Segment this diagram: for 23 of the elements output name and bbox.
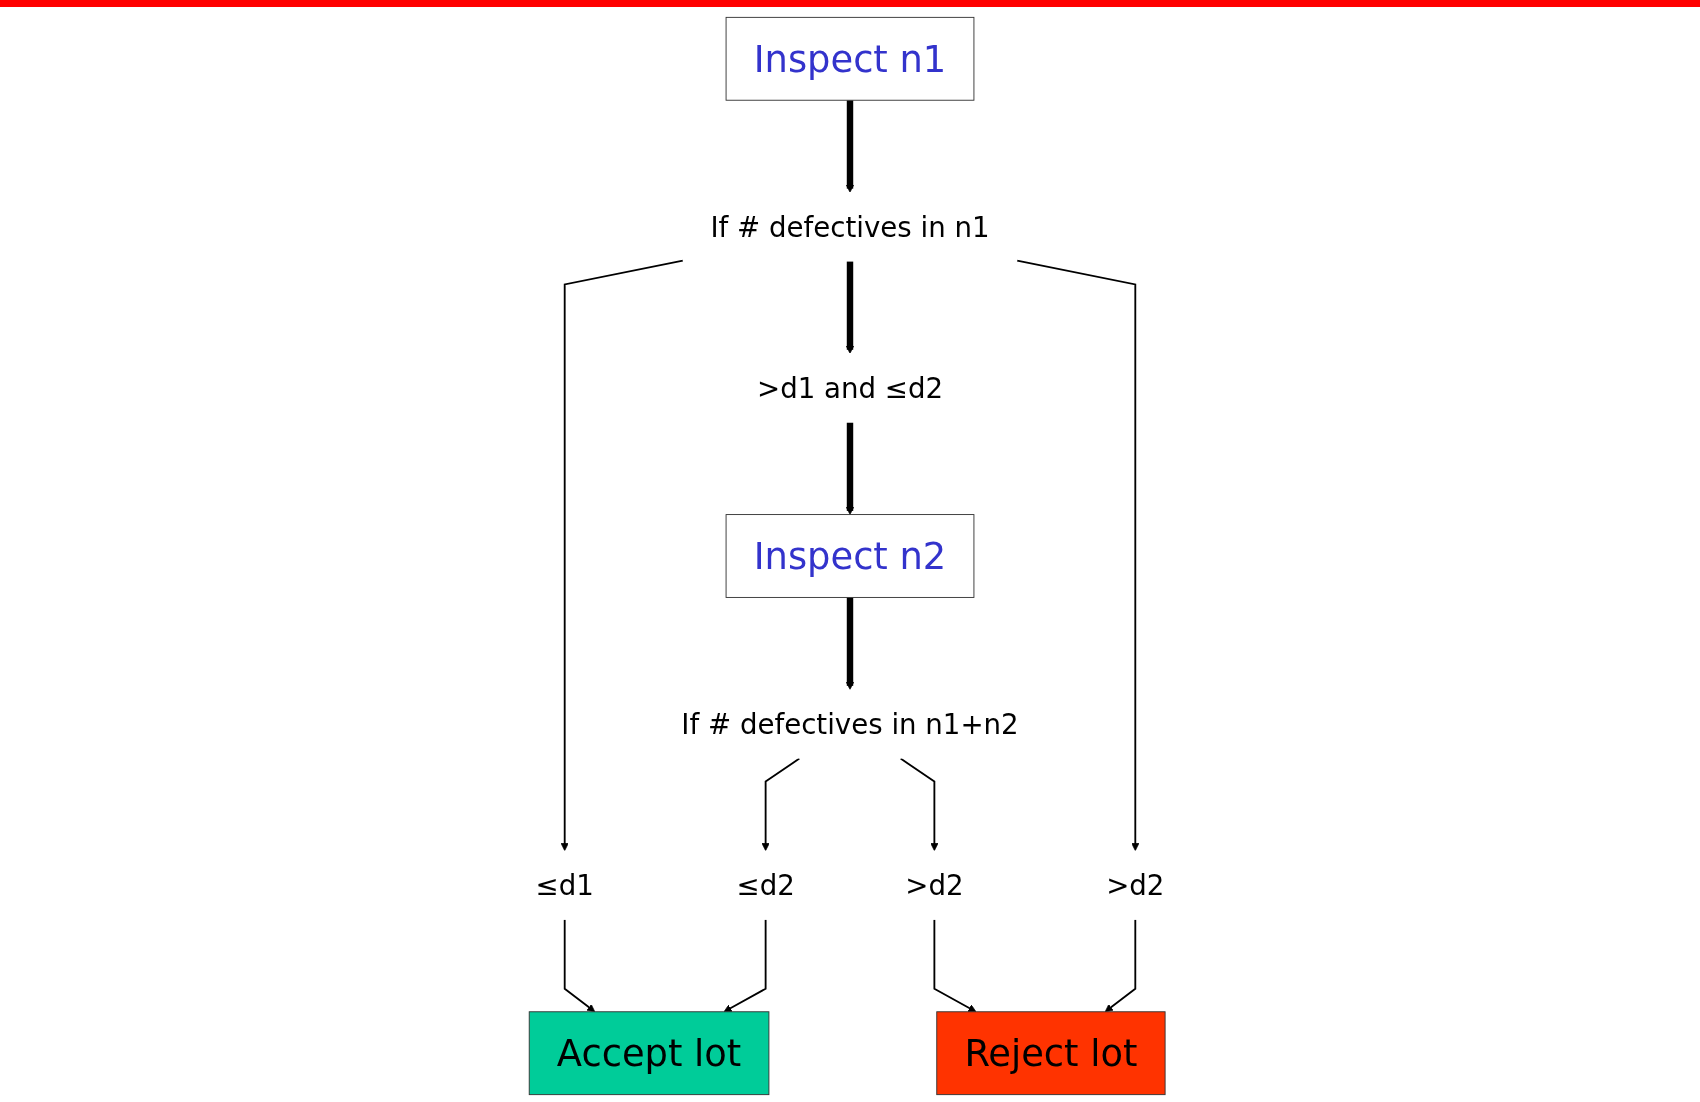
node-text: ≤d2 [736, 869, 795, 902]
arrow [933, 918, 977, 1013]
arrow [845, 422, 855, 515]
arrow [563, 918, 596, 1013]
node-text: >d2 [1106, 869, 1165, 902]
node-box: Inspect n1 [725, 16, 975, 101]
arrow [1104, 918, 1137, 1013]
arrow [1016, 259, 1140, 851]
node-box: Inspect n2 [725, 514, 975, 598]
node-text: >d1 and ≤d2 [756, 371, 944, 405]
node-text: ≤d1 [535, 869, 594, 902]
arrow [845, 100, 855, 193]
arrow [560, 259, 684, 851]
arrow [761, 757, 801, 851]
node-text: If # defectives in n1 [710, 210, 990, 243]
arrow [845, 261, 855, 354]
node-text: >d2 [905, 869, 964, 902]
arrow [845, 597, 855, 690]
node-box: Reject lot [936, 1011, 1166, 1096]
node-text: If # defectives in n1+n2 [681, 707, 1019, 741]
node-box: Accept lot [528, 1011, 770, 1096]
arrow [723, 918, 767, 1013]
arrow [899, 757, 939, 851]
